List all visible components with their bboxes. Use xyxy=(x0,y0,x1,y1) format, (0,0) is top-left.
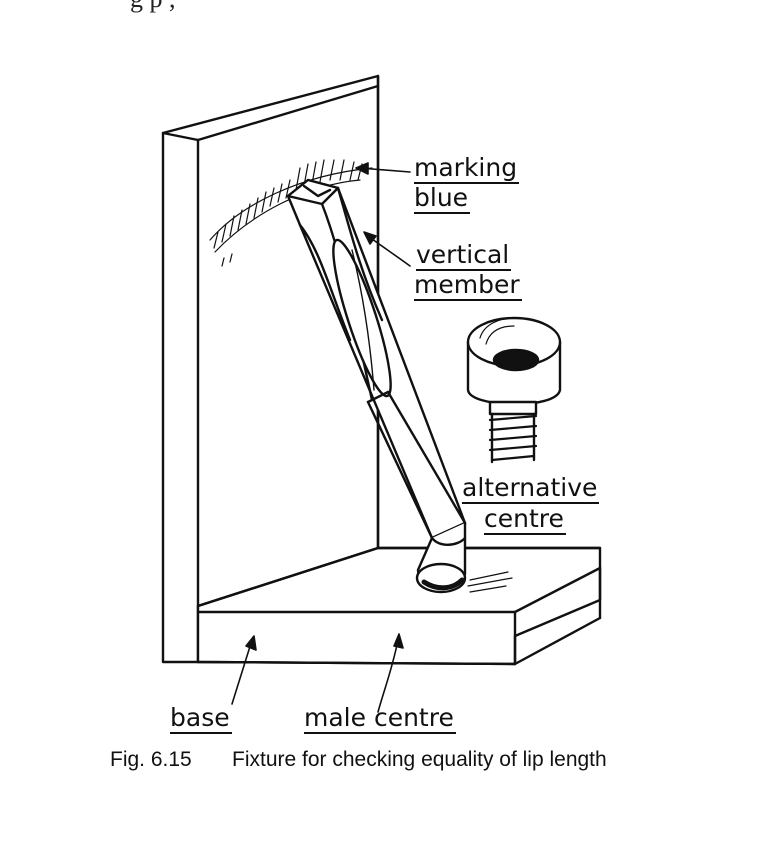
alternative-centre xyxy=(466,316,562,464)
marking-blue-hatching xyxy=(209,159,373,267)
label-vertical: vertical xyxy=(416,240,512,271)
label-alternative: alternative xyxy=(462,473,600,504)
base-plate xyxy=(196,546,602,666)
label-male-centre: male centre xyxy=(304,703,456,734)
leader-lines xyxy=(231,162,411,713)
twist-drill xyxy=(286,178,467,540)
label-centre-alternative: centre xyxy=(484,504,566,535)
figure-number: Fig. 6.15 xyxy=(110,748,192,771)
label-member: member xyxy=(414,270,522,301)
label-blue: blue xyxy=(414,183,471,214)
male-centre xyxy=(415,521,513,594)
figure-caption: Fig. 6.15 Fixture for checking equality o… xyxy=(110,748,607,772)
label-marking: marking xyxy=(414,153,520,184)
label-base: base xyxy=(170,703,232,734)
figure-caption-text: Fixture for checking equality of lip len… xyxy=(232,748,607,771)
clipped-header-text: g p , xyxy=(130,0,176,14)
